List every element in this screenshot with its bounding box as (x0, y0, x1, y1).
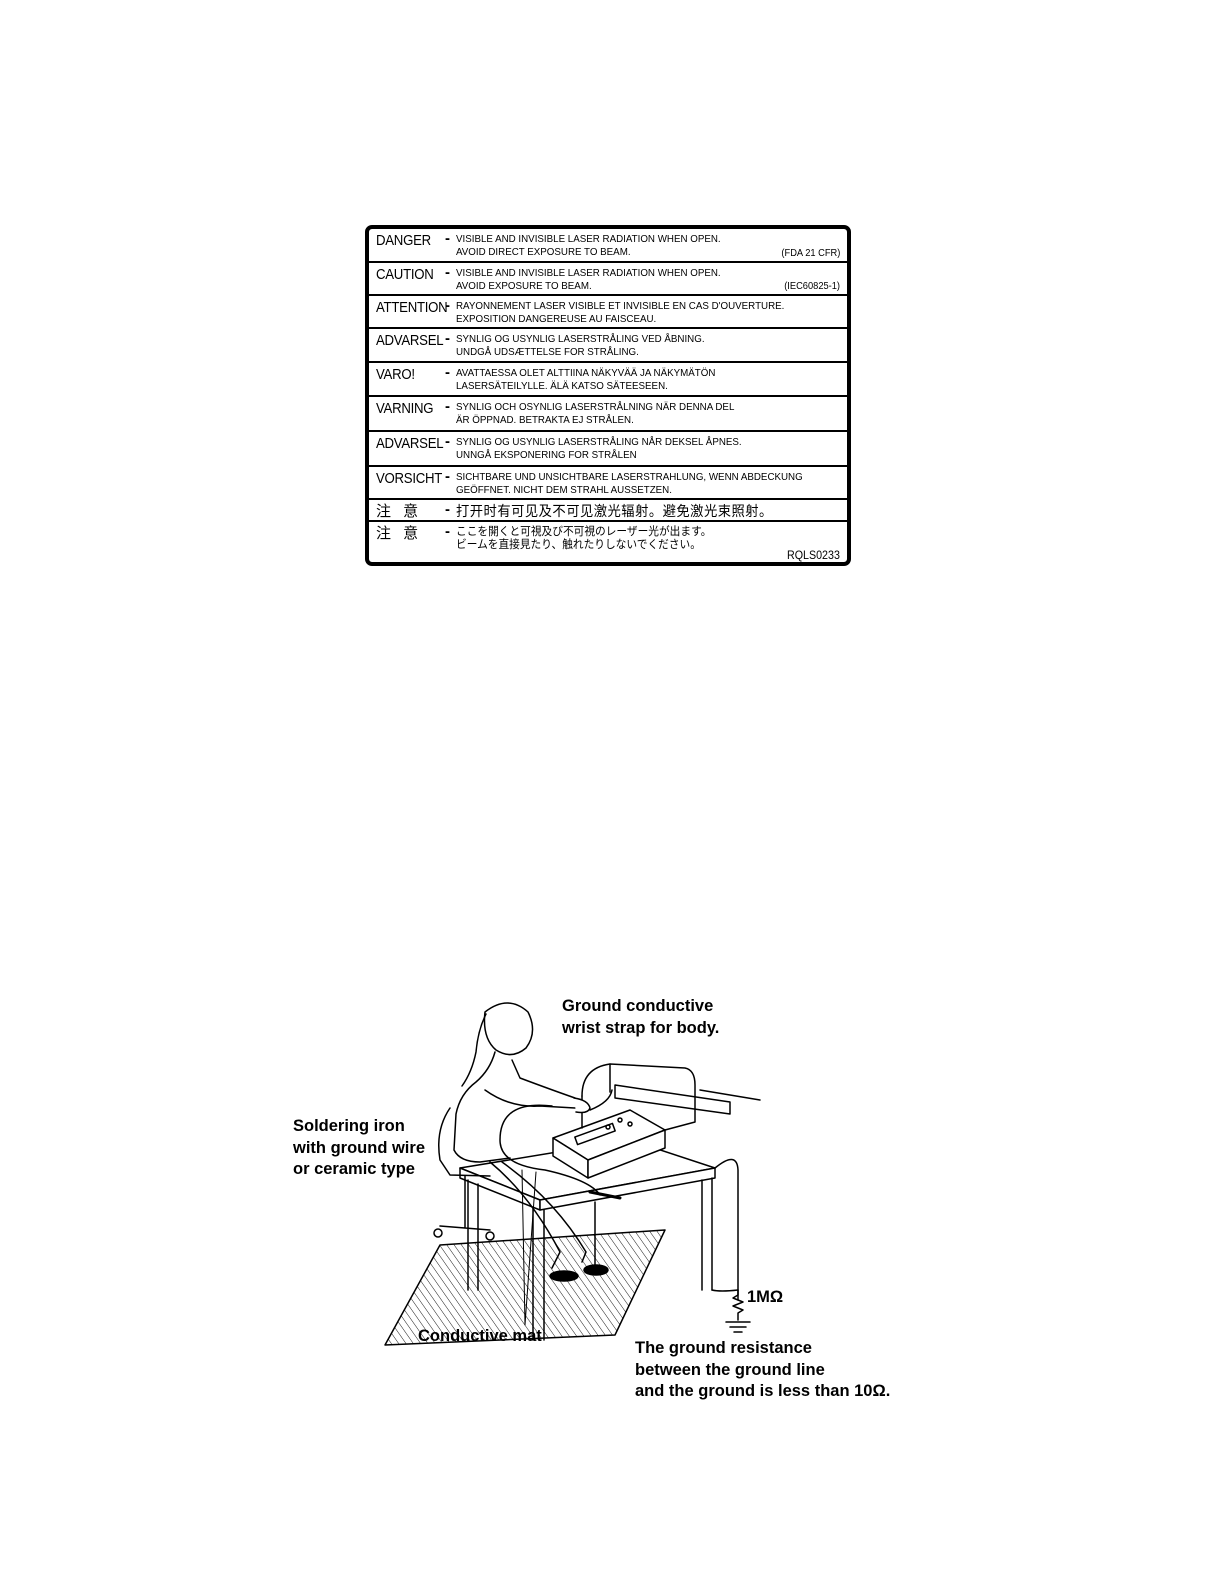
row-text: RAYONNEMENT LASER VISIBLE ET INVISIBLE E… (456, 300, 814, 325)
callout-line: and the ground is less than 10Ω. (635, 1382, 891, 1400)
row-dash: - (445, 364, 450, 381)
row-dash: - (445, 468, 450, 485)
row-reference: (IEC60825-1) (784, 281, 840, 292)
row-line: SYNLIG OCH OSYNLIG LASERSTRÅLNING NÄR DE… (456, 401, 735, 413)
label-code: RQLS0233 (787, 550, 840, 562)
row-line: UNDGÅ UDSÆTTELSE FOR STRÅLING. (456, 345, 639, 358)
row-dash: - (445, 330, 450, 347)
row-dash: - (445, 297, 450, 314)
row-text: VISIBLE AND INVISIBLE LASER RADIATION WH… (456, 267, 814, 292)
label-row-caution: CAUTION - VISIBLE AND INVISIBLE LASER RA… (369, 263, 847, 296)
callout-line: or ceramic type (293, 1160, 415, 1178)
row-keyword: 注 意 (376, 525, 423, 542)
callout-line: wrist strap for body. (562, 1018, 720, 1037)
laser-warning-label: DANGER - VISIBLE AND INVISIBLE LASER RAD… (365, 225, 851, 566)
label-row-chinese: 注 意 - 打开时有可见及不可见激光辐射。避免激光束照射。 (369, 500, 847, 522)
callout-line: The ground resistance (635, 1339, 812, 1357)
label-row-advarsel-da: ADVARSEL - SYNLIG OG USYNLIG LASERSTRÅLI… (369, 329, 847, 363)
callout-line: Ground conductive (562, 997, 714, 1015)
row-dash: - (445, 230, 450, 247)
label-row-varo: VARO! - AVATTAESSA OLET ALTTIINA NÄKYVÄÄ… (369, 363, 847, 397)
callout-ground-resistance: The ground resistance between the ground… (635, 1338, 890, 1403)
row-keyword: CAUTION (376, 266, 434, 283)
row-dash: - (445, 433, 450, 450)
row-dash: - (445, 398, 450, 415)
label-row-japanese: 注 意 - ここを開くと可視及び不可視のレーザー光が出ます。 ビームを直接見たり… (369, 522, 847, 562)
row-line: EXPOSITION DANGEREUSE AU FAISCEAU. (456, 312, 657, 325)
row-dash: - (445, 501, 450, 518)
label-row-attention: ATTENTION - RAYONNEMENT LASER VISIBLE ET… (369, 296, 847, 329)
resistor-1m (732, 1289, 744, 1321)
label-row-advarsel-no: ADVARSEL - SYNLIG OG USYNLIG LASERSTRÅLI… (369, 432, 847, 467)
row-reference: (FDA 21 CFR) (781, 248, 840, 259)
row-keyword: VARO! (376, 366, 415, 383)
row-line: AVATTAESSA OLET ALTTIINA NÄKYVÄÄ JA NÄKY… (456, 367, 716, 379)
row-keyword: ATTENTION (376, 299, 448, 316)
row-line: SYNLIG OG USYNLIG LASERSTRÅLING NÅR DEKS… (456, 436, 742, 448)
row-keyword: ADVARSEL (376, 332, 444, 349)
row-keyword: VARNING (376, 400, 434, 417)
row-text: SYNLIG OG USYNLIG LASERSTRÅLING VED ÅBNI… (456, 333, 814, 358)
row-text: SICHTBARE UND UNSICHTBARE LASERSTRAHLUNG… (456, 471, 814, 496)
row-dash: - (445, 264, 450, 281)
callout-soldering-iron: Soldering iron with ground wire or ceram… (293, 1116, 425, 1181)
row-line: UNNGÅ EKSPONERING FOR STRÅLEN (456, 448, 637, 461)
row-line: AVOID EXPOSURE TO BEAM. (456, 279, 592, 292)
callout-line: with ground wire (293, 1138, 425, 1157)
row-text: 打开时有可见及不可见激光辐射。避免激光束照射。 (456, 503, 822, 519)
row-keyword: 注 意 (376, 503, 423, 520)
person-head (483, 1002, 534, 1056)
row-line: SYNLIG OG USYNLIG LASERSTRÅLING VED ÅBNI… (456, 333, 705, 345)
row-keyword: DANGER (376, 232, 431, 249)
row-line: 打开时有可见及不可见激光辐射。避免激光束照射。 (456, 503, 773, 519)
callout-wrist-strap: Ground conductive wrist strap for body. (562, 996, 719, 1039)
row-line: ビームを直接見たり、触れたりしないでください。 (456, 538, 701, 551)
ground-symbol (725, 1321, 751, 1333)
callout-line: between the ground line (635, 1360, 825, 1379)
soldering-iron (499, 1104, 601, 1196)
row-line: RAYONNEMENT LASER VISIBLE ET INVISIBLE E… (456, 300, 785, 312)
row-line: AVOID DIRECT EXPOSURE TO BEAM. (456, 245, 631, 258)
label-row-danger: DANGER - VISIBLE AND INVISIBLE LASER RAD… (369, 229, 847, 263)
row-line: VISIBLE AND INVISIBLE LASER RADIATION WH… (456, 267, 721, 279)
row-text: ここを開くと可視及び不可視のレーザー光が出ます。 ビームを直接見たり、触れたりし… (456, 526, 814, 551)
row-line: ここを開くと可視及び不可視のレーザー光が出ます。 (456, 526, 712, 538)
label-row-vorsicht: VORSICHT - SICHTBARE UND UNSICHTBARE LAS… (369, 467, 847, 500)
row-keyword: VORSICHT (376, 470, 443, 487)
callout-line: Soldering iron (293, 1117, 405, 1135)
row-dash: - (445, 523, 450, 540)
row-text: SYNLIG OCH OSYNLIG LASERSTRÅLNING NÄR DE… (456, 401, 814, 426)
row-line: SICHTBARE UND UNSICHTBARE LASERSTRAHLUNG… (456, 471, 803, 483)
row-line: GEÖFFNET. NICHT DEM STRAHL AUSSETZEN. (456, 483, 672, 496)
workstation-illustration (384, 1002, 761, 1346)
esd-workstation-figure: Ground conductive wrist strap for body. … (290, 990, 930, 1410)
label-row-varning: VARNING - SYNLIG OCH OSYNLIG LASERSTRÅLN… (369, 397, 847, 432)
row-keyword: ADVARSEL (376, 435, 444, 452)
row-text: AVATTAESSA OLET ALTTIINA NÄKYVÄÄ JA NÄKY… (456, 367, 814, 392)
row-text: SYNLIG OG USYNLIG LASERSTRÅLING NÅR DEKS… (456, 436, 814, 461)
row-line: LASERSÄTEILYLLE. ÄLÄ KATSO SÄTEESEEN. (456, 379, 668, 392)
callout-resistor: 1MΩ (747, 1288, 784, 1306)
callout-conductive-mat: Conductive mat (418, 1327, 542, 1345)
ground-wire (714, 1158, 739, 1301)
row-line: ÄR ÖPPNAD. BETRAKTA EJ STRÅLEN. (456, 413, 634, 426)
row-text: VISIBLE AND INVISIBLE LASER RADIATION WH… (456, 233, 814, 258)
row-line: VISIBLE AND INVISIBLE LASER RADIATION WH… (456, 233, 721, 245)
